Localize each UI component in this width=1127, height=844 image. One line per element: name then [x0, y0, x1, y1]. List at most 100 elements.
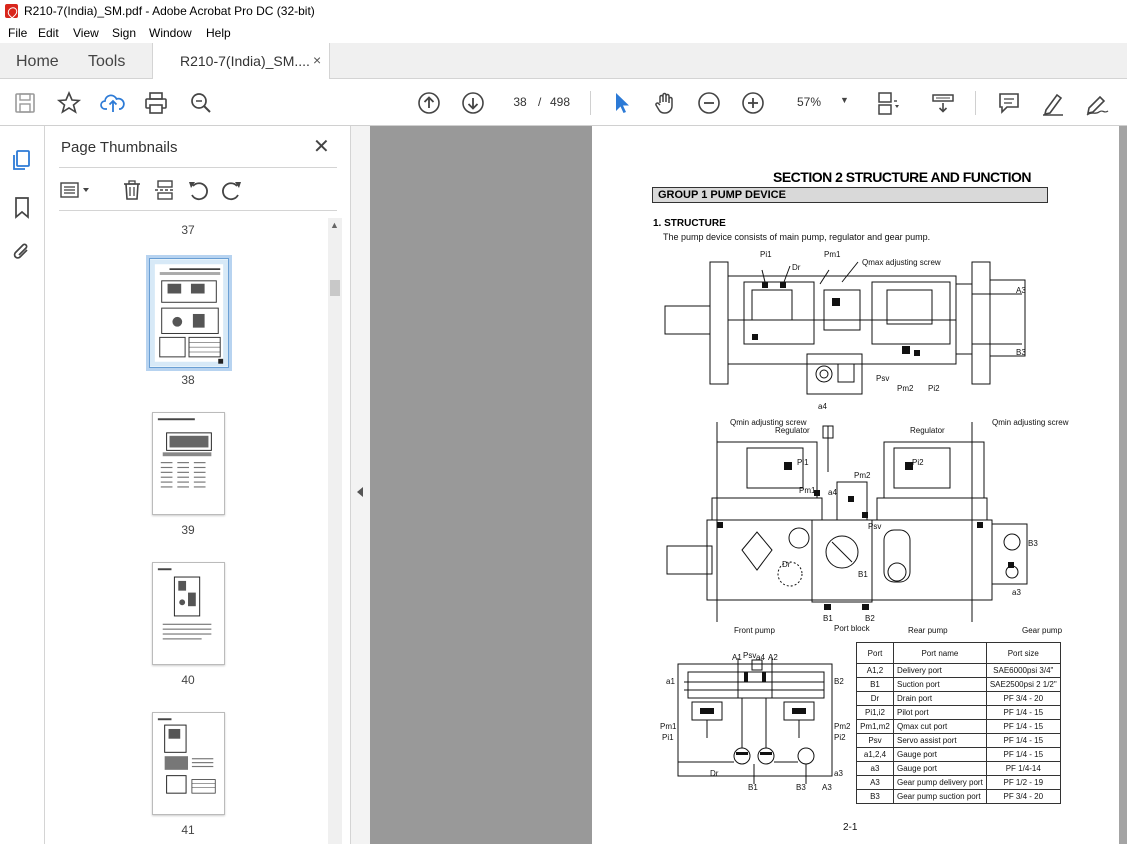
comment-icon[interactable] [996, 90, 1022, 116]
table-cell: PF 3/4 - 20 [985, 789, 1061, 804]
drawing-label: Dr [792, 263, 801, 272]
zoom-dropdown-icon[interactable]: ▼ [840, 95, 849, 105]
hand-pan-icon[interactable] [652, 90, 678, 116]
upload-cloud-icon[interactable] [100, 90, 126, 116]
tab-document[interactable]: R210-7(India)_SM.... × [152, 43, 330, 79]
zoom-out-icon[interactable] [696, 90, 722, 116]
previous-page-icon[interactable] [416, 90, 442, 116]
tab-close-icon[interactable]: × [313, 52, 322, 68]
menu-window[interactable]: Window [149, 26, 192, 40]
menu-edit[interactable]: Edit [38, 26, 59, 40]
table-cell: Gear pump delivery port [893, 775, 987, 790]
thumbnail-options-icon[interactable] [59, 178, 89, 202]
tab-tools[interactable]: Tools [88, 53, 126, 70]
schematic-label: a1 [666, 677, 675, 686]
bookmark-star-icon[interactable] [56, 90, 82, 116]
schematic-label: Pi2 [834, 733, 846, 742]
drawing-label: Psv [868, 522, 882, 531]
table-header: Port [856, 642, 894, 664]
select-cursor-icon[interactable] [608, 90, 634, 116]
scroll-up-icon[interactable]: ▲ [330, 220, 339, 230]
drawing-label: Front pump [734, 626, 775, 635]
delete-page-icon[interactable] [120, 178, 144, 202]
table-cell: SAE6000psi 3/4" [985, 663, 1061, 678]
menu-view[interactable]: View [73, 26, 99, 40]
drawing-label: Pm2 [897, 384, 914, 393]
menu-help[interactable]: Help [206, 26, 231, 40]
bookmarks-icon[interactable] [10, 195, 34, 219]
table-cell: SAE2500psi 2 1/2" [985, 677, 1061, 692]
table-cell: A3 [856, 775, 894, 790]
next-page-icon[interactable] [460, 90, 486, 116]
save-icon[interactable] [12, 90, 38, 116]
extract-page-icon[interactable] [153, 178, 177, 202]
drawing-label: a4 [828, 488, 837, 497]
menu-sign[interactable]: Sign [112, 26, 137, 40]
thumbnail-page-38[interactable] [146, 255, 232, 371]
drawing-label: Pi2 [912, 458, 924, 467]
thumbnails-panel: Page Thumbnails ✕ 37 [45, 126, 350, 844]
rotate-left-icon[interactable] [186, 178, 210, 202]
panel-collapse-handle[interactable] [350, 126, 370, 844]
drawing-label: a3 [1012, 588, 1021, 597]
rotate-right-icon[interactable] [220, 178, 244, 202]
document-scrollbar[interactable] [1119, 126, 1127, 844]
attachments-icon[interactable] [10, 240, 34, 264]
scroll-mode-icon[interactable] [930, 90, 956, 116]
menu-file[interactable]: File [8, 26, 28, 40]
collapse-arrow-icon[interactable] [357, 487, 363, 497]
document-viewer[interactable]: SECTION 2 STRUCTURE AND FUNCTION GROUP 1… [370, 126, 1127, 844]
toolbar-divider [975, 91, 976, 115]
zoom-in-icon[interactable] [740, 90, 766, 116]
sign-pen-icon[interactable] [1084, 90, 1110, 116]
drawing-label: Port block [834, 624, 870, 633]
title-bar: R210-7(India)_SM.pdf - Adobe Acrobat Pro… [0, 0, 1127, 22]
table-cell: Gauge port [893, 761, 987, 776]
zoom-level[interactable]: 57% [797, 95, 822, 109]
schematic-label: A1 [732, 653, 742, 662]
highlight-pen-icon[interactable] [1040, 90, 1066, 116]
table-cell: PF 1/4 - 15 [985, 733, 1061, 748]
drawing-label: a4 [818, 402, 827, 411]
thumbnail-page-41[interactable] [152, 712, 225, 815]
drawing-label: Psv [876, 374, 890, 383]
table-cell: Servo assist port [893, 733, 987, 748]
page-number-input[interactable] [505, 91, 535, 113]
thumbnail-page-39[interactable] [152, 412, 225, 515]
schematic-label: B2 [834, 677, 844, 686]
zoom-search-icon[interactable] [188, 90, 214, 116]
page-thumbnails-icon[interactable] [10, 148, 34, 172]
thumbnail-scrollbar[interactable]: ▲ [328, 218, 342, 844]
panel-close-icon[interactable]: ✕ [313, 136, 330, 158]
drawing-label: Dr [782, 560, 791, 569]
table-cell: PF 1/4 - 15 [985, 705, 1061, 720]
schematic-label: Pm1 [660, 722, 677, 731]
drawing-label: Pm2 [854, 471, 871, 480]
table-cell: Drain port [893, 691, 987, 706]
schematic-label: a3 [834, 769, 843, 778]
print-icon[interactable] [143, 90, 169, 116]
thumbnail-label: 37 [181, 223, 195, 237]
pdf-page: SECTION 2 STRUCTURE AND FUNCTION GROUP 1… [592, 126, 1119, 844]
drawing-label: Regulator [775, 426, 810, 435]
table-cell: Pi1,i2 [856, 705, 894, 720]
schematic-label: A2 [768, 653, 778, 662]
schematic-label: B3 [796, 783, 806, 792]
scrollbar-thumb[interactable] [330, 280, 340, 296]
table-cell: Psv [856, 733, 894, 748]
table-cell: B3 [856, 789, 894, 804]
tab-home[interactable]: Home [16, 53, 59, 70]
structure-heading: 1. STRUCTURE [653, 218, 726, 229]
page-fit-icon[interactable] [874, 90, 900, 116]
thumbnail-page-40[interactable] [152, 562, 225, 665]
